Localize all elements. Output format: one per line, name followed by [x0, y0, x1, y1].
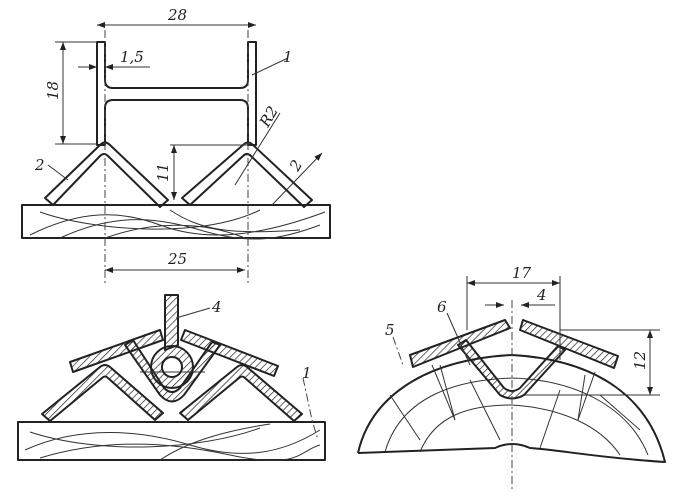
top-plate-left	[69, 329, 164, 373]
dim-1-5: 1,5	[120, 48, 144, 66]
lattice-left	[44, 141, 169, 208]
wood-rings	[384, 377, 649, 456]
wood-board	[21, 204, 331, 239]
wood-grain	[29, 209, 326, 240]
dim-11: 11	[154, 163, 172, 182]
lattice-right	[181, 141, 313, 208]
dim-r2: R2	[255, 103, 282, 131]
dim-18: 18	[44, 81, 62, 100]
nail-spikes	[431, 364, 596, 421]
log-section	[357, 354, 666, 463]
wood-grain	[24, 423, 321, 461]
dim-12: 12	[631, 351, 649, 370]
lattice-left	[41, 364, 164, 422]
plate-right	[519, 319, 619, 369]
dim-17: 17	[512, 264, 532, 282]
dim-28: 28	[167, 6, 187, 24]
label-hook-4: 4	[211, 298, 222, 316]
hook-bar	[164, 294, 179, 351]
label-plate-5: 5	[385, 321, 395, 339]
u-bracket	[124, 339, 221, 403]
figure-top-left: 28 25 18 1,5 11 R2 2 1 2	[21, 6, 331, 285]
label-lattice-2: 2	[34, 156, 45, 174]
label-channel-1: 1	[283, 48, 293, 66]
figure-bottom-right: 17 4 12 5 6	[357, 264, 666, 490]
label-insert-6: 6	[437, 298, 447, 316]
top-plate-right	[180, 329, 279, 377]
channel-profile	[96, 41, 257, 146]
dim-4: 4	[536, 286, 547, 304]
wood-board	[17, 421, 326, 461]
dim-25: 25	[167, 250, 187, 268]
lattice-right	[179, 364, 303, 422]
label-board-1: 1	[302, 364, 312, 382]
insert-u	[457, 339, 566, 400]
figure-bottom-left: 4 1	[17, 294, 326, 461]
